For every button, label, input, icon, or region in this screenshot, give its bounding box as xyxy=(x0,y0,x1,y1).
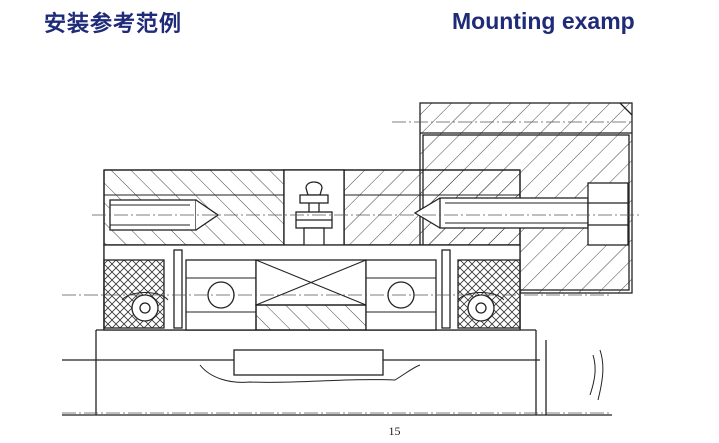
grease-nipple xyxy=(283,169,345,259)
right-bolt xyxy=(413,182,629,246)
center-lines xyxy=(62,121,640,414)
bearing-section xyxy=(103,244,521,331)
page-number: 15 xyxy=(388,424,401,438)
page-title-chinese: 安装参考范例 xyxy=(44,12,183,37)
page-title-english: Mounting examp xyxy=(452,8,635,34)
shaft xyxy=(62,329,612,416)
